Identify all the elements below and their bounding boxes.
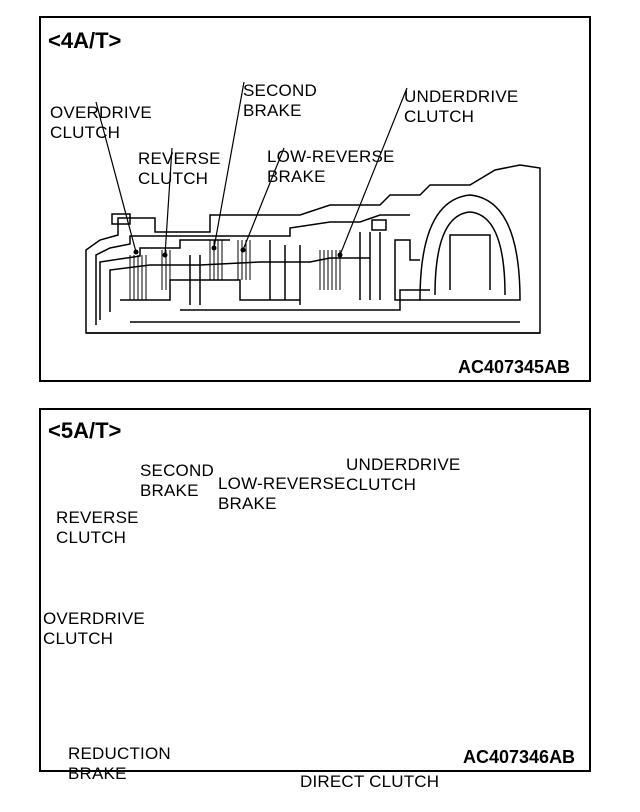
panel-4at-title: <4A/T> (48, 28, 122, 53)
leader-dots-4at (133, 245, 343, 258)
figure-code-4at: AC407345AB (458, 357, 571, 377)
transmission-4at-cross-section (85, 164, 541, 334)
label-direct-clutch-5at: DIRECT CLUTCH (300, 772, 440, 791)
panel-5at-title: <5A/T> (48, 418, 122, 443)
figure-code-5at: AC407346AB (463, 747, 576, 767)
panel-4at (39, 16, 591, 382)
panel-5at (39, 408, 591, 772)
leader-lines-4at (95, 81, 408, 256)
